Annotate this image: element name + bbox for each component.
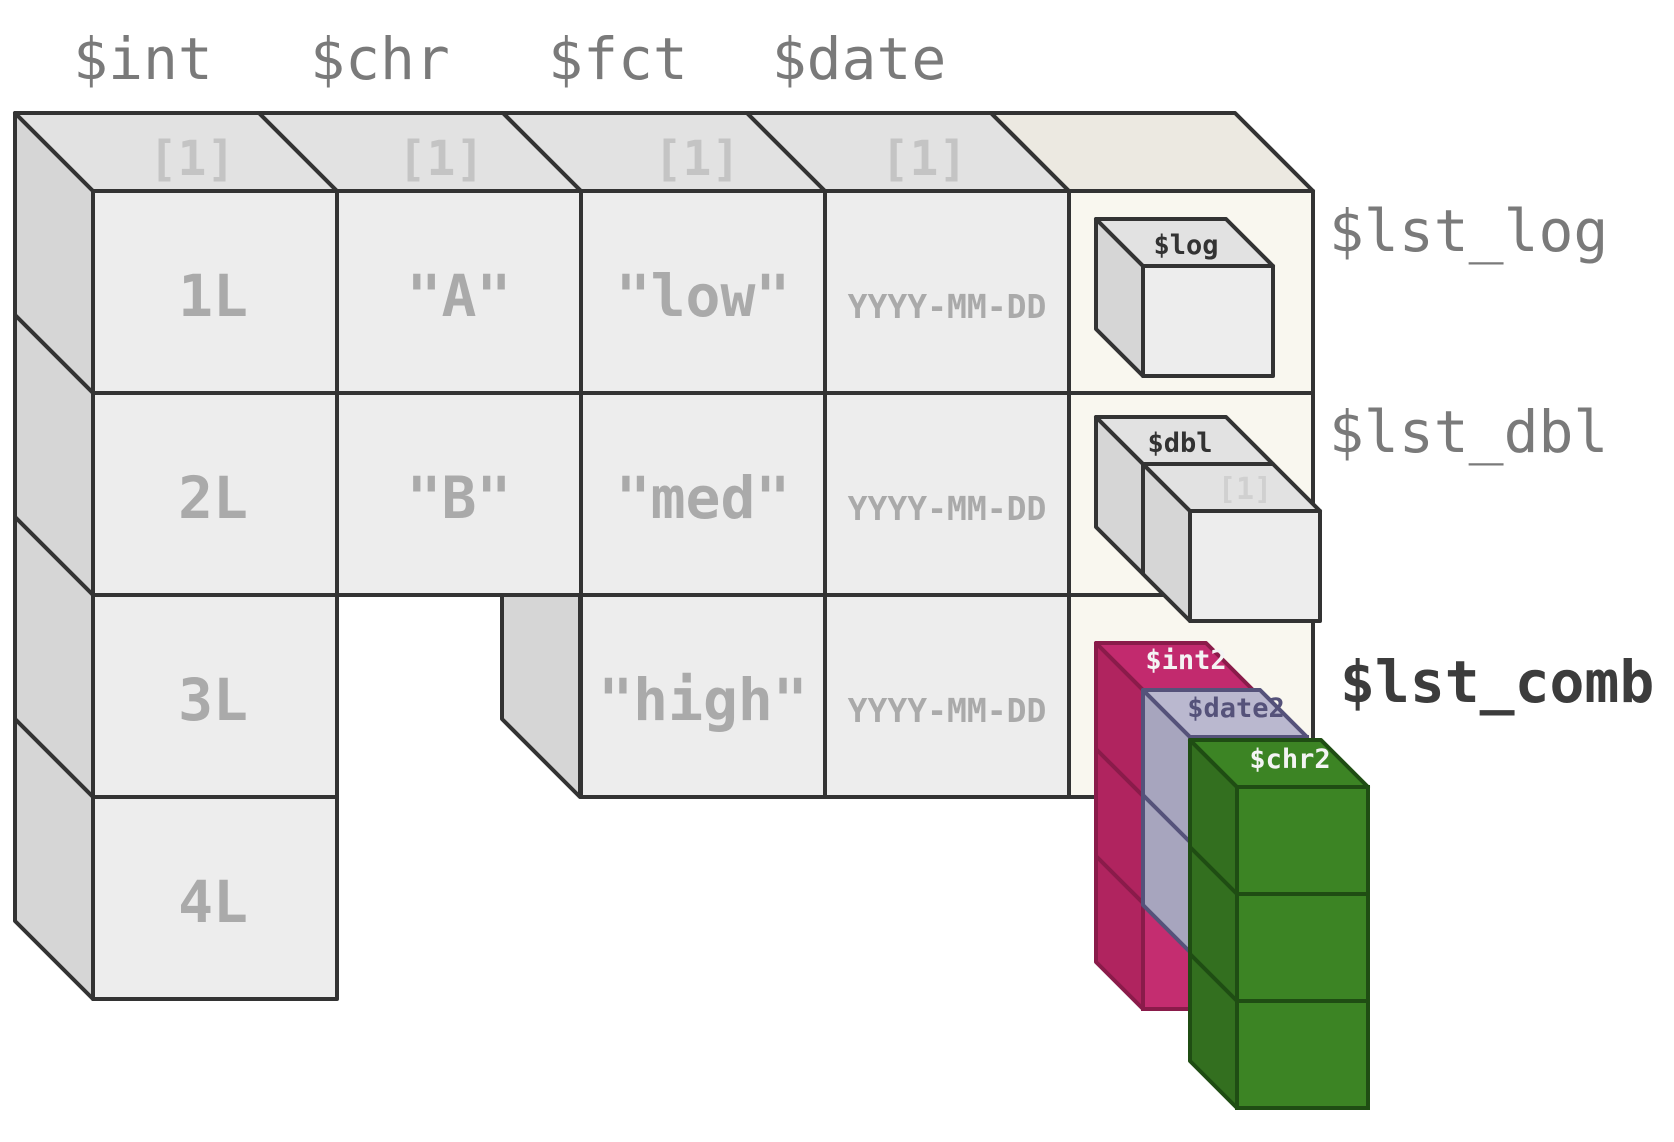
index-label-chr: [1] <box>398 131 485 187</box>
value-date-1: YYYY-MM-DD <box>848 287 1047 326</box>
cell-fct-1 <box>579 189 827 395</box>
value-date-3: YYYY-MM-DD <box>848 691 1047 730</box>
value-int-2: 2L <box>178 464 248 532</box>
log-label: $log <box>1153 230 1218 261</box>
row-label-lst-dbl: $lst_dbl <box>1329 398 1608 466</box>
index-label-fct: [1] <box>654 131 741 187</box>
int2-side <box>1094 641 1145 1011</box>
list-row-labels: $lst_log $lst_dbl $lst_comb <box>1329 197 1654 716</box>
header-fct: $fct <box>548 25 688 93</box>
chr2-side-divider-2 <box>1188 952 1239 1003</box>
chr2-front-1 <box>1235 785 1370 896</box>
cell-int-2 <box>91 391 339 597</box>
value-int-1: 1L <box>178 262 248 330</box>
side-face-fct-row3 <box>500 593 582 799</box>
index-label-int: [1] <box>149 131 236 187</box>
index-labels: [1] [1] [1] [1] <box>149 131 968 187</box>
log-front <box>1141 264 1275 378</box>
value-int-3: 3L <box>178 666 248 734</box>
header-chr: $chr <box>310 25 450 93</box>
value-fct-1: "low" <box>616 262 791 330</box>
value-fct-2: "med" <box>616 464 791 532</box>
date2-side-divider <box>1141 793 1192 844</box>
date2-label: $date2 <box>1187 693 1285 724</box>
chr2-side-divider-1 <box>1188 845 1239 896</box>
value-fct-3: "high" <box>598 666 808 734</box>
chr2-front-3 <box>1235 999 1370 1110</box>
dbl-front <box>1188 509 1322 623</box>
cell-date-3 <box>823 593 1071 799</box>
int2-side-divider-1 <box>1094 747 1145 798</box>
value-chr-1: "A" <box>407 262 512 330</box>
value-int-4: 4L <box>178 868 248 936</box>
chr2-front-2 <box>1235 892 1370 1003</box>
cell-values: 1L 2L 3L 4L "A" "B" "low" "med" "high" Y… <box>178 262 1046 936</box>
nested-dbl-boxes: $dbl [1] <box>1094 415 1322 623</box>
cell-int-4 <box>91 795 339 1001</box>
value-chr-2: "B" <box>407 464 512 532</box>
cell-int-3 <box>91 593 339 799</box>
value-date-2: YYYY-MM-DD <box>848 489 1047 528</box>
index-label-date: [1] <box>881 131 968 187</box>
int2-side-divider-2 <box>1094 854 1145 905</box>
cell-fct-3 <box>579 593 827 799</box>
cell-chr-2 <box>335 391 583 597</box>
header-date: $date <box>772 25 947 93</box>
chr2-side <box>1188 738 1239 1110</box>
top-faces <box>13 111 1315 193</box>
int2-label: $int2 <box>1145 645 1226 676</box>
cell-date-2 <box>823 391 1071 597</box>
row-label-lst-comb: $lst_comb <box>1340 648 1654 716</box>
cell-chr-1 <box>335 189 583 395</box>
dbl-label: $dbl <box>1147 428 1212 459</box>
dbl-index-label: [1] <box>1218 472 1272 507</box>
chr2-label: $chr2 <box>1249 744 1330 775</box>
column-headers: $int $chr $fct $date <box>73 25 946 93</box>
row-label-lst-log: $lst_log <box>1329 197 1608 265</box>
header-int: $int <box>73 25 213 93</box>
nested-chr2-stack: $chr2 <box>1188 738 1370 1110</box>
nested-log-box: $log <box>1094 217 1275 378</box>
